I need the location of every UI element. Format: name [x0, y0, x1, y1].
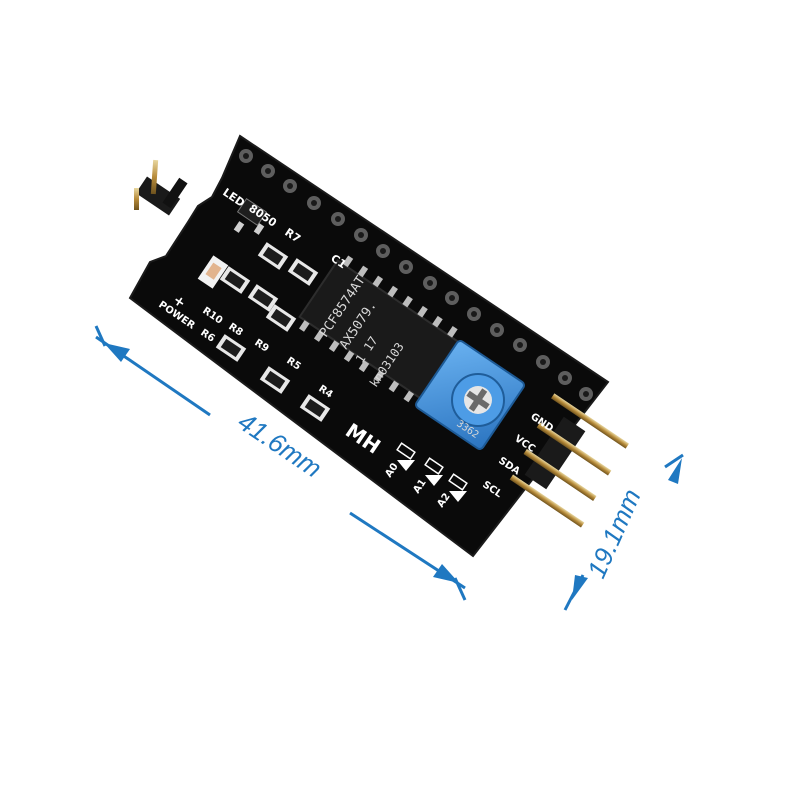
pcf8574-chip: PCF8574AT AX5079. 1 17 kn03103	[298, 255, 462, 403]
lcd-header-holes	[239, 149, 593, 401]
transistor-8050	[233, 197, 268, 235]
backlight-jumper	[134, 159, 188, 216]
power-led	[197, 255, 229, 289]
pcb-board: PCF8574AT AX5079. 1 17 kn03103 3362	[128, 134, 629, 558]
i2c-header	[509, 393, 629, 528]
address-pads	[396, 442, 468, 502]
smd-resistors	[215, 242, 331, 422]
width-dimension: 19.1mm	[563, 453, 684, 611]
contrast-potentiometer: 3362	[415, 340, 525, 450]
